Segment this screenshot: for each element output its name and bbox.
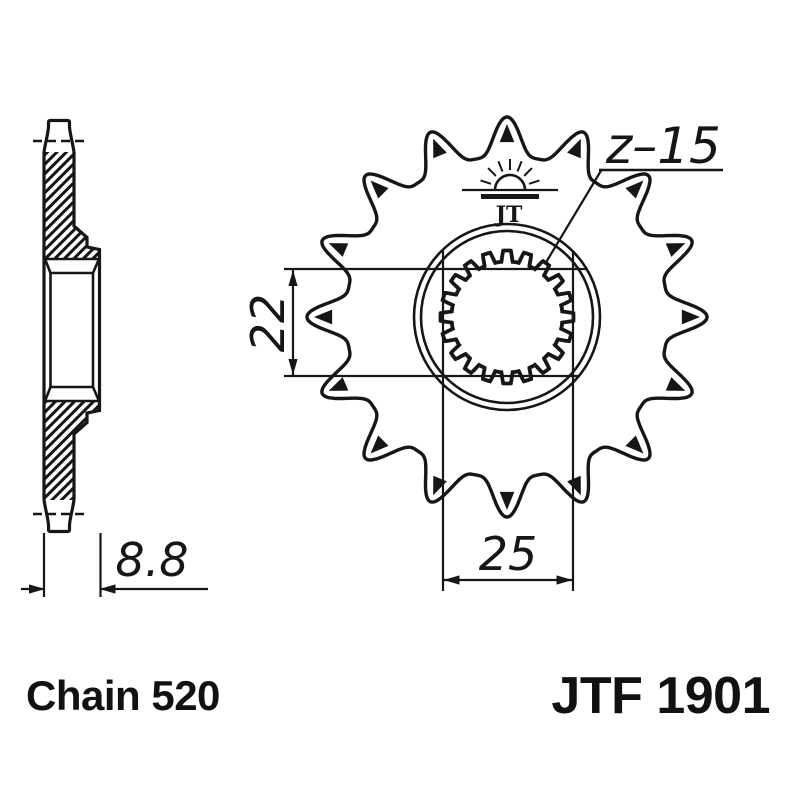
hatch-line (44, 152, 100, 259)
hatch-line (44, 152, 100, 259)
dimension-arrowheads (29, 270, 573, 594)
side-tooth-bottom (42, 499, 76, 534)
arrowhead (99, 584, 116, 594)
front-view (305, 115, 709, 519)
side-hatching-upper (44, 152, 100, 259)
arrowhead (29, 584, 45, 594)
spline-od-label: 25 (479, 527, 538, 581)
tooth-tip-chamfer-marks (314, 124, 700, 510)
hub-circle-inner (419, 229, 595, 405)
tooth-tip-mark (433, 138, 447, 159)
hatch-line (44, 401, 100, 500)
arrowhead (556, 575, 573, 585)
bore-width-label: 22 (241, 294, 295, 353)
hatch-line (44, 152, 100, 259)
arrowhead (288, 359, 298, 375)
side-tooth-top (42, 118, 76, 153)
hub-face-lines (43, 257, 101, 403)
hub-circle-outer (412, 222, 602, 412)
spline-bore (438, 248, 576, 386)
tooth-tip-mark (499, 491, 515, 510)
tooth-tip-mark (625, 180, 644, 199)
dimension-bore-width: 22 (241, 267, 586, 378)
part-number-label: JTF 1901 (551, 667, 770, 725)
tooth-tip-mark (665, 243, 686, 257)
jt-logo-text: JT (494, 202, 523, 228)
sun-ray (480, 179, 492, 185)
sun-ray (516, 160, 523, 172)
hatch-line (44, 152, 100, 259)
hatch-line (44, 401, 100, 500)
hatch-line (44, 152, 100, 259)
sun-rays-icon (480, 159, 540, 185)
hatch-line (44, 152, 100, 259)
tooth-tip-mark (370, 435, 389, 454)
hatch-line (44, 152, 100, 259)
hatch-line (44, 401, 100, 500)
teeth-count-label: z–15 (605, 117, 721, 175)
tooth-tip-mark (625, 435, 644, 454)
side-profile-right-edge (72, 152, 102, 500)
jt-sunrise-logo: JT (462, 159, 558, 228)
sprocket-teeth-outline (305, 115, 709, 519)
sun-ray (487, 167, 497, 177)
hatch-line (44, 152, 100, 259)
tooth-tip-mark (370, 180, 389, 199)
hatch-line (44, 401, 100, 500)
tooth-tip-mark (665, 377, 686, 391)
dimension-spline-od: 25 (441, 250, 575, 591)
hatch-line (44, 152, 100, 259)
hatch-line (44, 152, 100, 259)
teeth-count-leader-line (544, 168, 603, 265)
tooth-tip-mark (314, 309, 333, 325)
sun-ray (497, 160, 504, 172)
dimension-hub-thickness: 8.8 (21, 533, 208, 597)
hatch-line (44, 152, 100, 259)
hatch-line (44, 152, 100, 259)
sun-ray (528, 179, 540, 185)
hatch-line (44, 401, 100, 500)
hub-thickness-label: 8.8 (115, 533, 188, 587)
tooth-tip-mark (681, 309, 700, 325)
tooth-tip-mark (328, 377, 349, 391)
tooth-tip-mark (499, 124, 515, 143)
arrowhead (288, 270, 298, 286)
chain-type-label: Chain 520 (26, 672, 220, 719)
hatch-line (44, 152, 100, 259)
arrowhead (443, 575, 460, 585)
bore-lines (49, 273, 95, 387)
hatch-line (44, 152, 100, 259)
sun-ray (523, 167, 533, 177)
sun-icon (493, 173, 527, 191)
tooth-tip-mark (328, 243, 349, 257)
tooth-tip-mark (567, 138, 581, 159)
hatch-line (44, 401, 100, 500)
teeth-count-callout: z–15 (544, 117, 723, 265)
